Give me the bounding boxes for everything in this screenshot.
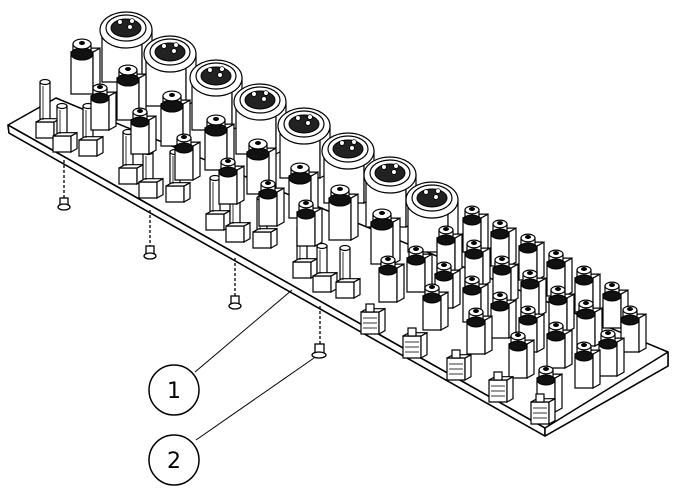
screw: [57, 160, 71, 211]
screw: [311, 306, 327, 359]
push-switch: [360, 303, 386, 336]
callout-2: 2: [148, 357, 315, 486]
rca-jack: [90, 83, 117, 132]
rca-jack: [174, 133, 201, 182]
mounting-screws: [57, 160, 327, 359]
rca-jack: [258, 179, 285, 228]
rca-jack: [518, 305, 545, 354]
rca-jack: [602, 281, 629, 330]
rca-jack: [218, 157, 245, 206]
rca-jack: [116, 64, 147, 122]
rca-jack: [466, 307, 493, 356]
push-switch: [530, 393, 556, 426]
callout-1-label: 1: [167, 379, 181, 404]
rca-jack: [130, 107, 157, 156]
board-components: [35, 11, 647, 426]
rca-jack: [296, 199, 323, 248]
callout-2-circle: [148, 434, 200, 486]
rca-jack: [620, 305, 647, 354]
push-switch: [446, 349, 472, 382]
push-switch: [402, 327, 428, 360]
rca-jack: [576, 299, 603, 348]
rca-jack: [406, 245, 433, 294]
rca-jack: [204, 114, 235, 172]
screw: [228, 258, 242, 310]
rca-jack: [546, 321, 573, 370]
potentiometer: [78, 102, 104, 158]
rca-jack: [378, 255, 405, 304]
rca-jack: [464, 239, 491, 288]
rca-jack: [436, 225, 463, 274]
rca-jack: [422, 283, 449, 332]
leader-line-2: [195, 357, 315, 441]
push-switch: [488, 371, 514, 404]
rca-jack: [598, 329, 625, 378]
callout-1-circle: [148, 364, 200, 416]
potentiometer: [335, 244, 361, 300]
leader-line-1: [194, 289, 293, 373]
rca-jack: [370, 208, 401, 266]
rca-jack: [508, 331, 535, 380]
callout-1: 1: [148, 289, 293, 416]
potentiometer: [118, 128, 144, 186]
potentiometer: [225, 192, 251, 244]
xlr-connector: [143, 35, 197, 108]
callout-2-label: 2: [167, 449, 181, 474]
potentiometer: [52, 102, 78, 154]
screw: [143, 210, 157, 260]
rca-jack: [574, 341, 601, 390]
rca-jack: [328, 184, 359, 242]
